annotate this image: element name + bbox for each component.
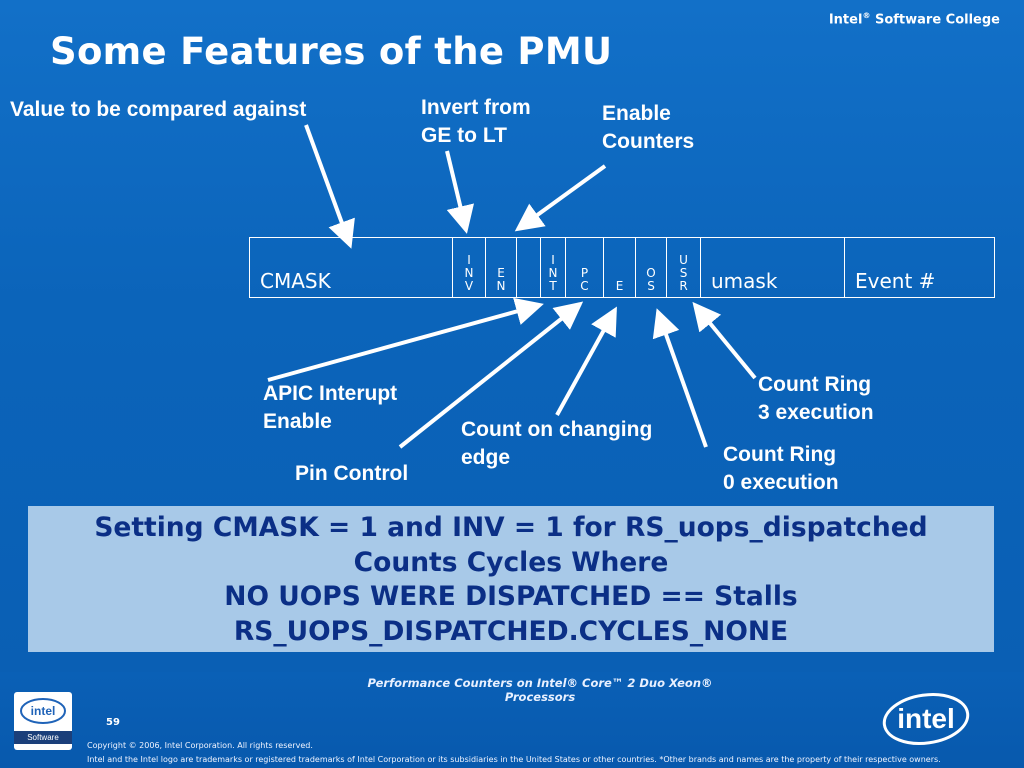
arrow-count-edge (555, 306, 617, 416)
register-field-reserved (517, 238, 541, 297)
svg-text:intel: intel (31, 704, 56, 718)
copyright-text: Copyright © 2006, Intel Corporation. All… (87, 741, 941, 764)
arrow-apic (267, 297, 544, 382)
svg-text:intel: intel (897, 703, 955, 734)
arrow-pin-control (398, 301, 584, 449)
callout-line: Setting CMASK = 1 and INV = 1 for RS_uop… (94, 512, 928, 543)
intel-logo-icon: intel (882, 693, 970, 745)
slide-title: Some Features of the PMU (50, 30, 613, 73)
page-number: 59 (106, 717, 120, 728)
arrow-ring0 (652, 308, 708, 448)
intel-software-logo-icon: intel Software (14, 692, 72, 750)
footer-bar (0, 672, 1024, 768)
callout-box: Setting CMASK = 1 and INV = 1 for RS_uop… (28, 506, 994, 652)
callout-line: Counts Cycles Where (353, 546, 669, 578)
footer-title: Performance Counters on Intel® Core™ 2 D… (367, 676, 713, 704)
label-pin-control: Pin Control (295, 462, 409, 485)
arrow-invert (445, 150, 474, 234)
brand-text: Intel® Software College (828, 11, 1000, 28)
callout-line: NO UOPS WERE DISPATCHED == Stalls (224, 581, 798, 612)
register-field-e: E (604, 238, 636, 297)
arrow-ring3 (692, 301, 757, 380)
register-field-umask: umask (701, 238, 845, 297)
arrow-enable-counters (514, 164, 607, 232)
callout-line: RS_UOPS_DISPATCHED.CYCLES_NONE (233, 615, 789, 647)
label-value-compared: Value to be compared against (10, 98, 307, 121)
register-field-cmask: CMASK (250, 238, 453, 297)
arrow-value-compared (304, 124, 355, 249)
register-field-event: Event # (855, 269, 936, 293)
